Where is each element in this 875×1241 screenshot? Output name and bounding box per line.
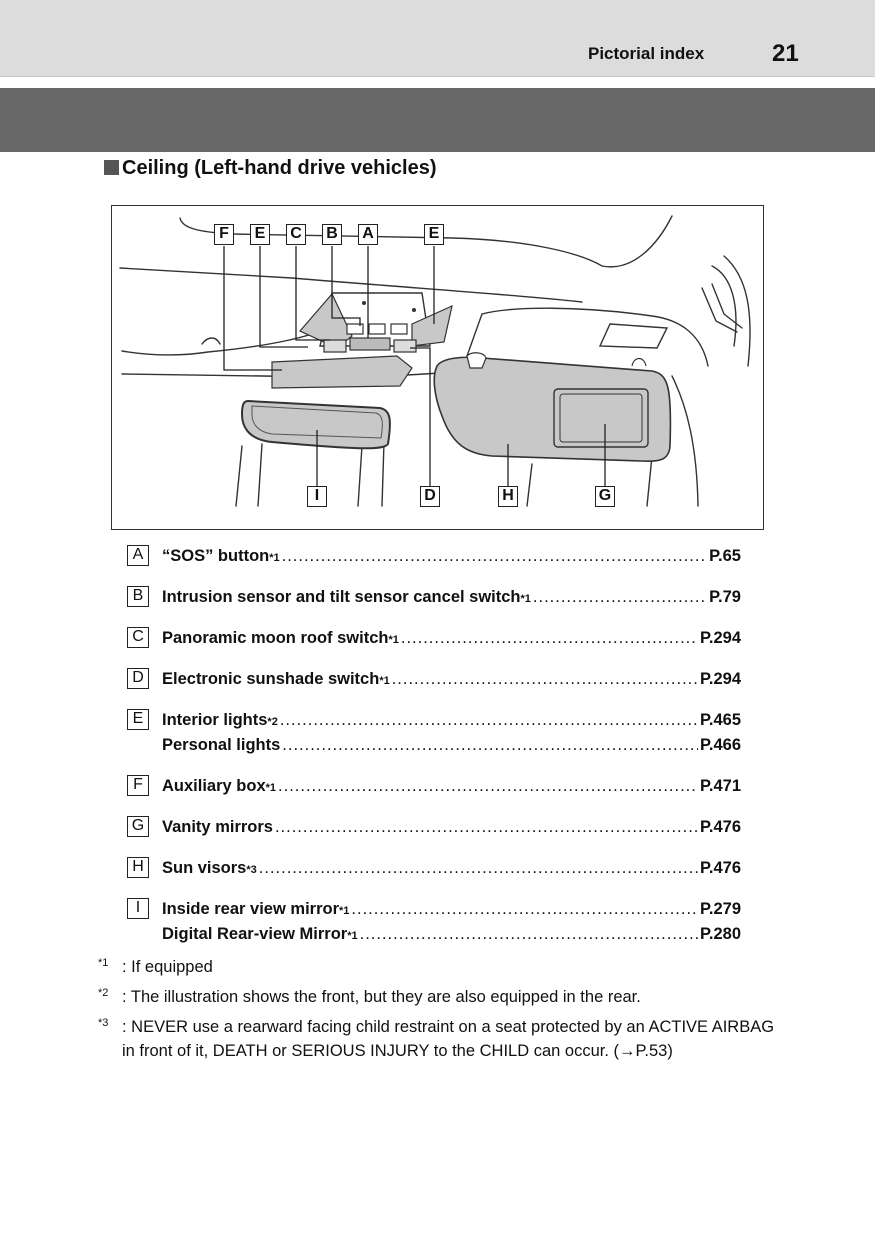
item-line: Inside rear view mirror*1P.279 [162,900,741,919]
item-line: Interior lights*2P.465 [162,711,741,730]
item-line: Vanity mirrorsP.476 [162,818,741,837]
page-number: 21 [772,40,799,67]
item-letter-badge: D [127,668,149,689]
item-letter-badge: G [127,816,149,837]
ceiling-illustration: F E C B A E I D H G [111,205,764,530]
square-bullet-icon [104,160,119,175]
list-item-a: A “SOS” button*1P.65 [127,543,742,584]
list-item-f: F Auxiliary box*1P.471 [127,773,742,814]
item-letter-badge: C [127,627,149,648]
figure-label-f: F [214,224,234,245]
figure-label-a: A [358,224,378,245]
figure-label-c: C [286,224,306,245]
list-item-c: C Panoramic moon roof switch*1P.294 [127,625,742,666]
page-reference[interactable]: P.294 [700,629,741,647]
list-item-i: I Inside rear view mirror*1P.279 Digital… [127,896,742,962]
header-bar: Pictorial index 21 [0,0,875,77]
item-line: Personal lightsP.466 [162,736,741,755]
item-letter-badge: H [127,857,149,878]
page-reference[interactable]: P.280 [700,925,741,943]
item-line: Panoramic moon roof switch*1P.294 [162,629,741,648]
page-reference[interactable]: P.476 [700,859,741,877]
list-item-b: B Intrusion sensor and tilt sensor cance… [127,584,742,625]
footnote-2: *2: The illustration shows the front, bu… [98,987,641,1007]
item-letter-badge: A [127,545,149,566]
figure-label-h: H [498,486,518,507]
footnote-1: *1: If equipped [98,957,213,977]
list-item-h: H Sun visors*3P.476 [127,855,742,896]
item-letter-badge: F [127,775,149,796]
item-letter-badge: E [127,709,149,730]
page-reference[interactable]: P.465 [700,711,741,729]
page-reference[interactable]: P.65 [709,547,741,565]
footnote-3: *3: NEVER use a rearward facing child re… [98,1017,775,1061]
item-line: Digital Rear-view Mirror*1P.280 [162,925,741,944]
page-reference[interactable]: P.466 [700,736,741,754]
figure-label-d: D [420,486,440,507]
list-item-d: D Electronic sunshade switch*1P.294 [127,666,742,707]
figure-label-e: E [250,224,270,245]
list-item-g: G Vanity mirrorsP.476 [127,814,742,855]
item-line: Intrusion sensor and tilt sensor cancel … [162,588,741,607]
component-list: A “SOS” button*1P.65 B Intrusion sensor … [127,543,742,962]
ceiling-drawing [119,215,751,507]
page-reference[interactable]: P.471 [700,777,741,795]
list-item-e: E Interior lights*2P.465 Personal lights… [127,707,742,773]
item-line: Auxiliary box*1P.471 [162,777,741,796]
item-letter-badge: I [127,898,149,919]
figure-label-e-right: E [424,224,444,245]
header-band [0,88,875,152]
section-title: Ceiling (Left-hand drive vehicles) [104,157,437,180]
page-reference[interactable]: P.79 [709,588,741,606]
figure-label-b: B [322,224,342,245]
section-name: Pictorial index [588,44,705,63]
item-line: Electronic sunshade switch*1P.294 [162,670,741,689]
page-reference[interactable]: P.476 [700,818,741,836]
item-letter-badge: B [127,586,149,607]
page-reference[interactable]: P.294 [700,670,741,688]
figure-label-g: G [595,486,615,507]
footnotes: *1: If equipped *2: The illustration sho… [98,955,778,1069]
figure-label-i: I [307,486,327,507]
item-line: Sun visors*3P.476 [162,859,741,878]
item-line: “SOS” button*1P.65 [162,547,741,566]
page-reference[interactable]: P.279 [700,900,741,918]
